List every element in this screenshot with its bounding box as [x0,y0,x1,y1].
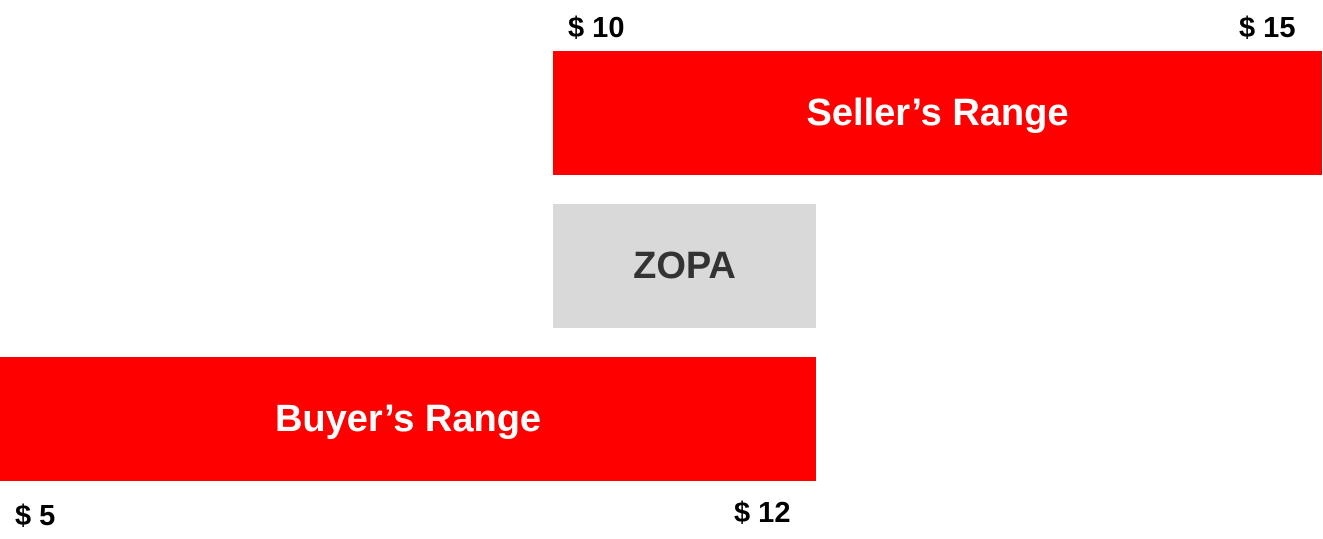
buyer-range-bar: Buyer’s Range [0,357,816,481]
zopa-label: ZOPA [633,244,736,287]
buyer-max-price: $ 12 [734,497,791,529]
seller-max-price: $ 15 [1239,12,1296,44]
seller-min-price: $ 10 [568,12,625,44]
buyer-min-price: $ 5 [15,500,56,532]
seller-range-bar: Seller’s Range [553,51,1322,175]
zopa-bar: ZOPA [553,204,816,328]
seller-range-label: Seller’s Range [806,91,1069,134]
buyer-range-label: Buyer’s Range [274,397,542,440]
